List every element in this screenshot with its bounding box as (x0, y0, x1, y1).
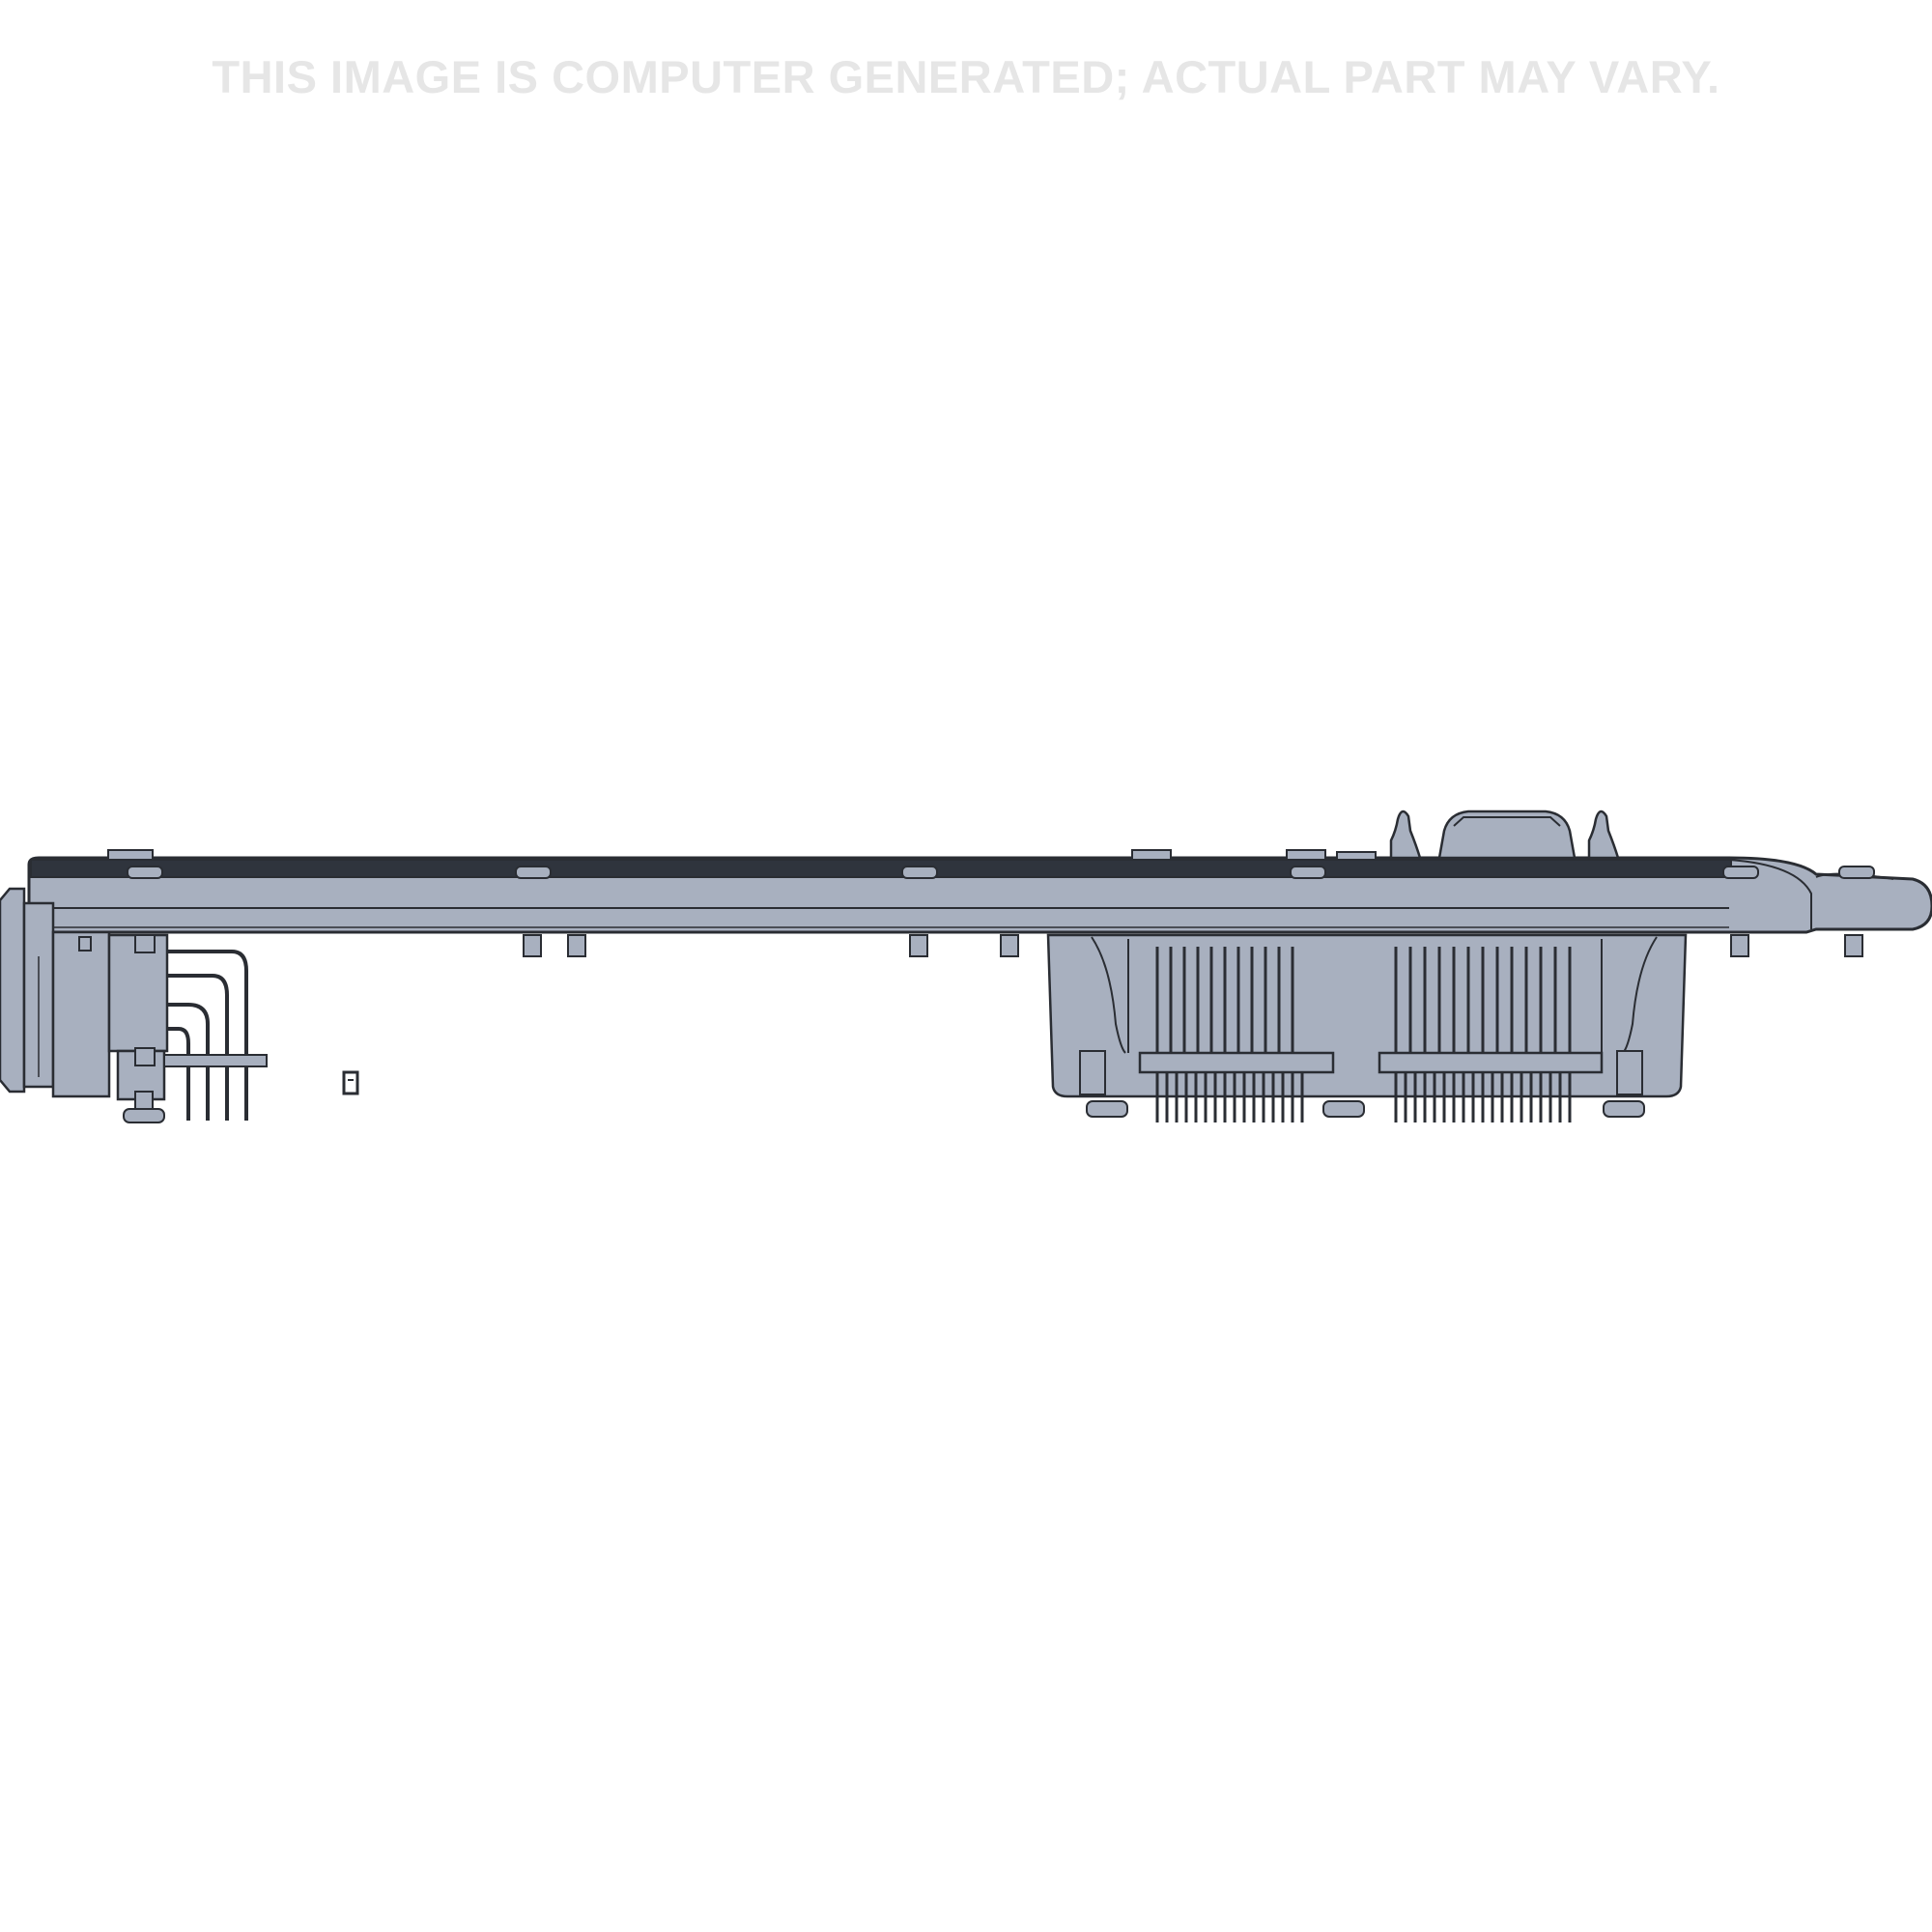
left-connector (0, 887, 268, 1123)
left-pin-bank (1155, 947, 1304, 1122)
disclaimer-text: THIS IMAGE IS COMPUTER GENERATED; ACTUAL… (212, 51, 1720, 102)
right-connector-block (1046, 933, 1688, 1118)
small-clip (342, 1070, 359, 1095)
rail-top-bumps (107, 849, 1875, 879)
right-pin-bank (1394, 947, 1572, 1122)
main-rail (27, 856, 1932, 934)
top-mount-boss (1389, 810, 1620, 860)
